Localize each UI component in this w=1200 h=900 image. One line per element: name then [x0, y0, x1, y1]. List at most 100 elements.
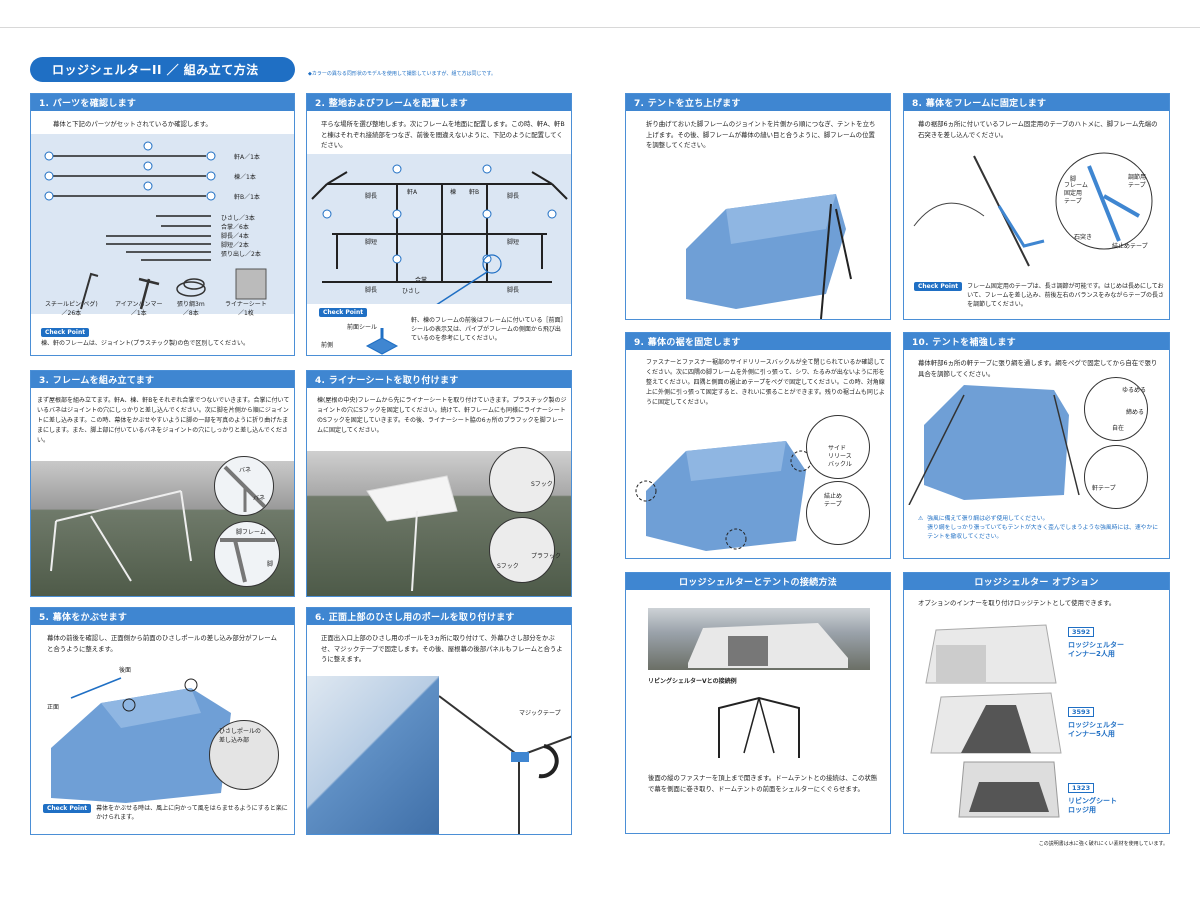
checkpoint-badge: Check Point	[41, 328, 90, 337]
liner-sketch	[366, 475, 458, 592]
frame-label: 合掌	[415, 277, 428, 284]
frame-layout-area: 脚長 軒A 棟 軒B 脚長 脚短 脚短 脚長 合掌 ひさし 脚長	[307, 154, 571, 325]
panel-text: 棟(屋根の中央)フレームから先にライナーシートを取り付けていきます。プラスチック…	[317, 397, 567, 434]
panel-text: 正面出入口上部のひさし用のポールを3ヵ所に取り付けて、外幕ひさし部分をかぶせ、マ…	[321, 634, 563, 663]
detail-circle-spring	[214, 456, 274, 516]
callout-label: 締める	[1126, 409, 1145, 416]
panel-title: 9. 幕体の裾を固定します	[626, 333, 890, 350]
panel-title: ロッジシェルターとテントの接続方法	[626, 573, 890, 590]
option-code: 3593	[1068, 707, 1095, 717]
panel-options: ロッジシェルター オプション オプションのインナーを取り付けロッジテントとして使…	[903, 572, 1170, 834]
item-label: スチールピン(ペグ) ／26本	[45, 301, 98, 317]
item-label: アイアンハンマー ／1本	[115, 301, 163, 317]
option-inner-2p-photo	[916, 615, 1061, 685]
checkpoint-badge: Check Point	[43, 804, 92, 813]
panel-step-1: 1. パーツを確認します 幕体と下記のパーツがセットされているか確認します。 軒…	[30, 93, 295, 356]
parts-illustration	[44, 141, 267, 310]
callout-label: 脚フレーム	[236, 529, 266, 536]
callout-label: 調節用 テープ	[1128, 174, 1147, 189]
header-note: ◆カラーの異なる同形状のモデルを使用して撮影していますが、組て方は同じです。	[308, 71, 496, 77]
panel-step-4: 4. ライナーシートを取り付けます 棟(屋根の中央)フレームから先にライナーシー…	[306, 370, 572, 597]
magic-tape-label: マジックテープ	[519, 710, 561, 717]
part-label: 棟／1本	[234, 174, 256, 181]
panel-step-2: 2. 整地およびフレームを配置します 平らな場所を選び整地します。次にフレームを…	[306, 93, 572, 356]
checkpoint-badge: Check Point	[319, 308, 368, 317]
checkpoint-text: 棟、軒のフレームは、ジョイント(プラスチック製)の色で区別してください。	[41, 340, 250, 347]
frame-label: 脚長	[365, 287, 378, 294]
panel-title: 2. 整地およびフレームを配置します	[307, 94, 571, 111]
panel-title: ロッジシェルター オプション	[904, 573, 1169, 590]
footer-note: この説明書は水に強く破れにくい素材を使用しています。	[1038, 841, 1168, 847]
callout-label: 石突き	[1074, 234, 1093, 241]
option-name: ロッジシェルター インナー5人用	[1068, 721, 1124, 738]
part-label: 合掌／6本	[221, 224, 249, 231]
panel-text: 平らな場所を選び整地します。次にフレームを地面に配置します。この時、軒A、軒Bと…	[321, 120, 565, 149]
tent-cover-illustration	[51, 677, 231, 803]
connection-caption: リビングシェルターVとの接続例	[648, 678, 737, 685]
checkpoint-badge: Check Point	[914, 282, 963, 291]
checkpoint: Check Point 幕体をかぶせる時は、風上に向かって風をはらませるようにす…	[43, 804, 291, 822]
frame-sketch	[50, 490, 192, 582]
frame-layout-diagram	[311, 164, 568, 325]
warning-icon: ⚠	[918, 516, 924, 522]
callout-label: フレーム 固定用 テープ	[1064, 182, 1088, 205]
panel-step-6: 6. 正面上部のひさし用のポールを取り付けます 正面出入口上部のひさし用のポール…	[306, 607, 572, 835]
tent-raise-illustration	[686, 194, 852, 319]
zipper-diagram	[718, 696, 800, 758]
panel-text: まず屋根部を組み立てます。軒A、棟、軒Bをそれぞれ合掌でつないでいきます。合掌に…	[37, 397, 290, 444]
panel-text: オプションのインナーを取り付けロッジテントとして使用できます。	[918, 599, 1116, 607]
joint-illustration	[365, 328, 399, 355]
callout-label: 脚	[267, 561, 274, 568]
panel-title: 5. 幕体をかぶせます	[31, 608, 294, 625]
frame-label: 脚長	[365, 193, 378, 200]
frame-label: 軒A	[407, 189, 418, 196]
direction-label-front: 正面	[47, 704, 60, 711]
callout-label: 自在	[1112, 425, 1125, 432]
checkpoint-text: 幕体をかぶせる時は、風上に向かって風をはらませるようにすると楽にかけられます。	[96, 805, 288, 821]
option-code: 3592	[1068, 627, 1095, 637]
panel-title: 8. 幕体をフレームに固定します	[904, 94, 1169, 111]
part-label: 脚短／2本	[221, 242, 249, 249]
panel-title: 1. パーツを確認します	[31, 94, 294, 111]
part-label: 軒B／1本	[234, 194, 260, 201]
hem-fix-illustration	[635, 441, 812, 551]
top-divider	[0, 27, 1200, 28]
frame-label: 脚短	[365, 239, 378, 246]
frame-label: 脚長	[507, 193, 520, 200]
panel-connection: ロッジシェルターとテントの接続方法 リビングシェルターVとの接続例 後面の縦のフ…	[625, 572, 891, 834]
frame-label: 軒B	[469, 189, 480, 196]
frame-label: 脚長	[507, 287, 520, 294]
detail-circle-tape	[806, 481, 870, 545]
warning: ⚠ 強風に備えて張り綱は必ず使用してください。 張り綱をしっかり張っていてもテン…	[918, 515, 1163, 542]
panel-text: 折り曲げておいた脚フレームのジョイントを片側から順につなぎ、テントを立ち上げます…	[646, 120, 876, 149]
callout-label: バネ	[253, 495, 266, 502]
visor-pole-photo	[307, 676, 439, 834]
part-label: ひさし／3本	[221, 215, 255, 222]
callout-label: プラフック	[531, 553, 562, 560]
checkpoint: Check Point 棟、軒のフレームは、ジョイント(プラスチック製)の色で区…	[41, 328, 291, 348]
panel-title: 4. ライナーシートを取り付けます	[307, 371, 571, 388]
part-label: 張り出し／2本	[221, 251, 261, 258]
panel-title: 6. 正面上部のひさし用のポールを取り付けます	[307, 608, 571, 625]
tent-silhouette	[688, 623, 848, 668]
detail-circle-pla-hook	[489, 517, 555, 583]
front-label: 前側	[321, 342, 334, 349]
connection-photo	[648, 608, 870, 670]
panel-step-10: 10. テントを補強します 幕体軒部6ヵ所の軒テープに張り綱を通します。綱をペグ…	[903, 332, 1170, 559]
panel-text: 後面の縦のファスナーを頂上まで開きます。ドームテントとの接続は、この状態で幕を側…	[648, 774, 878, 793]
callout-label: ゆるめる	[1122, 387, 1147, 394]
panel-text: 幕体軒部6ヵ所の軒テープに張り綱を通します。綱をペグで固定してから自在で張り具合…	[918, 359, 1158, 378]
checkpoint-text: 軒、棟のフレームの前後はフレームに付いている［前面］シールの表示又は、パイプがフ…	[411, 317, 564, 342]
guy-rope-illustration	[908, 385, 1080, 505]
part-label: 軒A／1本	[234, 154, 260, 161]
checkpoint-text: フレーム固定用のテープは、長さ調節が可能です。はじめは長めにしておいて、フレーム…	[967, 283, 1164, 308]
checkpoint: Check Point フレーム固定用のテープは、長さ調節が可能です。はじめは長…	[914, 282, 1164, 309]
option-inner-5p-photo	[926, 685, 1066, 755]
option-name: リビングシート ロッジ用	[1068, 797, 1117, 814]
panel-step-5: 5. 幕体をかぶせます 幕体の前後を確認し、正面側から前面のひさしポールの差し込…	[30, 607, 295, 835]
detail-circle-buckle	[806, 415, 870, 479]
parts-area: 軒A／1本 棟／1本 軒B／1本 ひさし／3本 合掌／6本 脚長／4本 脚短／2…	[31, 134, 294, 314]
visor-diagram	[438, 676, 571, 834]
page-title: ロッジシェルターII ／ 組み立て方法	[30, 57, 295, 82]
callout-label: バネ	[239, 467, 252, 474]
